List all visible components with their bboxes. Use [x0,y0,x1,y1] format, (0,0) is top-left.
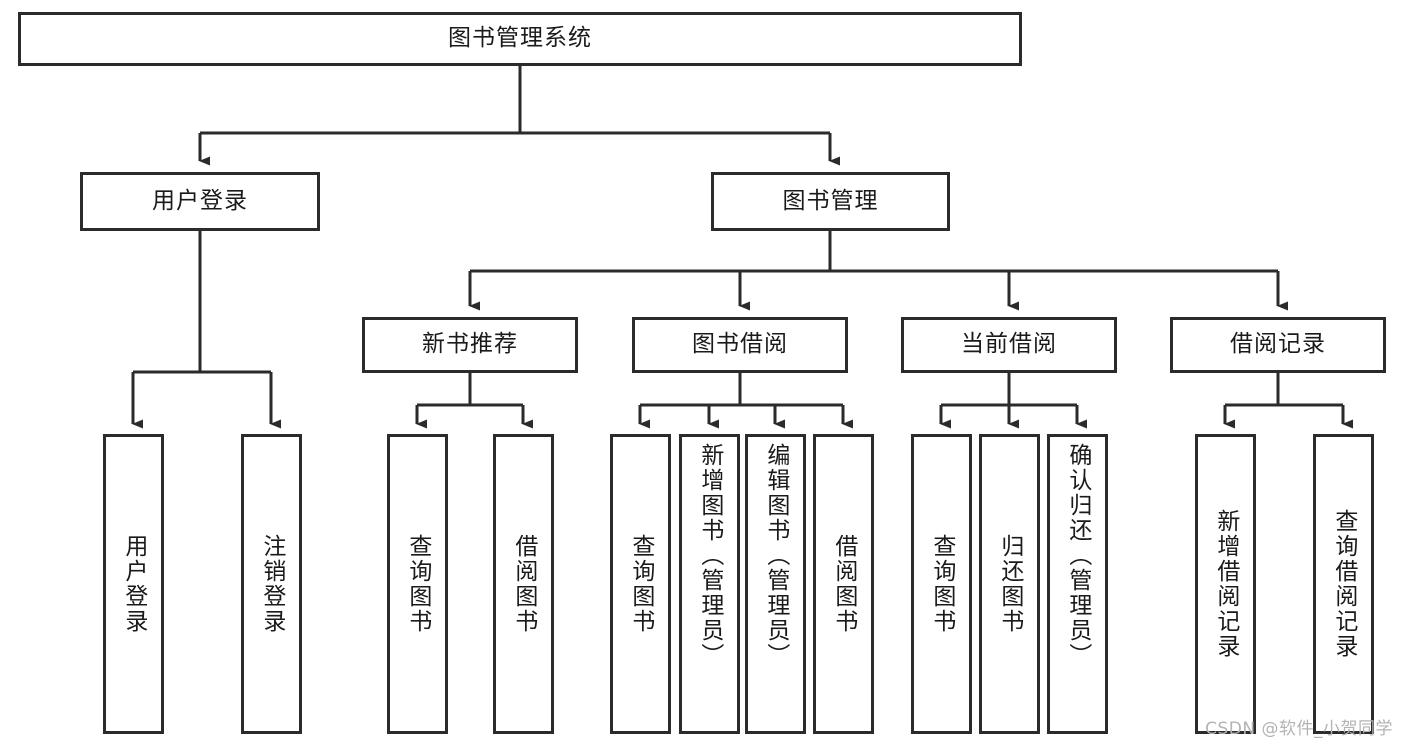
node-leaf-edit-book-admin[interactable]: 编辑图书（管理员） [745,434,806,734]
node-leaf-borrow-book-recommend[interactable]: 借阅图书 [493,434,554,734]
node-label: 查询图书 [928,534,955,634]
node-label: 查询图书 [627,534,654,634]
node-label: 查询图书 [404,534,431,634]
node-book-management[interactable]: 图书管理 [711,172,950,231]
node-leaf-query-book-borrow[interactable]: 查询图书 [610,434,671,734]
node-current-borrow[interactable]: 当前借阅 [901,317,1117,373]
node-label: 确认归还（管理员） [1064,443,1091,668]
node-label: 新增图书（管理员） [696,443,723,668]
connectors-current-borrow-to-leaves [939,373,1087,429]
node-leaf-query-borrow-record[interactable]: 查询借阅记录 [1313,434,1374,734]
connectors-book-borrow-to-leaves [638,373,853,429]
node-label: 查询借阅记录 [1330,509,1357,659]
node-leaf-add-borrow-record[interactable]: 新增借阅记录 [1195,434,1256,734]
connectors-root-to-level2 [198,66,840,166]
node-leaf-add-book-admin[interactable]: 新增图书（管理员） [679,434,740,734]
node-label: 归还图书 [996,534,1023,634]
node-label: 新增借阅记录 [1212,509,1239,659]
node-leaf-query-book-current[interactable]: 查询图书 [911,434,972,734]
node-leaf-query-book-recommend[interactable]: 查询图书 [387,434,448,734]
connectors-user-login-to-leaves [131,231,281,429]
node-label: 当前借阅 [961,331,1057,358]
node-label: 用户登录 [120,534,147,634]
connectors-new-book-to-leaves [415,373,533,429]
node-borrow-record[interactable]: 借阅记录 [1170,317,1386,373]
node-label: 图书管理 [782,187,879,214]
node-user-login[interactable]: 用户登录 [80,172,320,231]
node-leaf-logout-login[interactable]: 注销登录 [241,434,302,734]
node-leaf-confirm-return-admin[interactable]: 确认归还（管理员） [1047,434,1108,734]
node-root-book-management-system[interactable]: 图书管理系统 [18,12,1022,66]
connectors-book-mgmt-to-level3 [468,231,1288,311]
node-book-borrow[interactable]: 图书借阅 [632,317,848,373]
node-leaf-user-login[interactable]: 用户登录 [103,434,164,734]
node-leaf-borrow-book[interactable]: 借阅图书 [813,434,874,734]
node-label: 编辑图书（管理员） [762,443,789,668]
node-label: 注销登录 [258,534,285,634]
connectors-borrow-record-to-leaves [1223,373,1353,429]
node-new-book-recommend[interactable]: 新书推荐 [362,317,578,373]
node-label: 借阅记录 [1230,331,1326,358]
node-label: 借阅图书 [510,534,537,634]
node-label: 用户登录 [152,187,248,214]
node-label: 图书管理系统 [448,25,592,52]
node-label: 借阅图书 [830,534,857,634]
node-leaf-return-book[interactable]: 归还图书 [979,434,1040,734]
node-label: 图书借阅 [692,331,788,358]
node-label: 新书推荐 [422,331,518,358]
